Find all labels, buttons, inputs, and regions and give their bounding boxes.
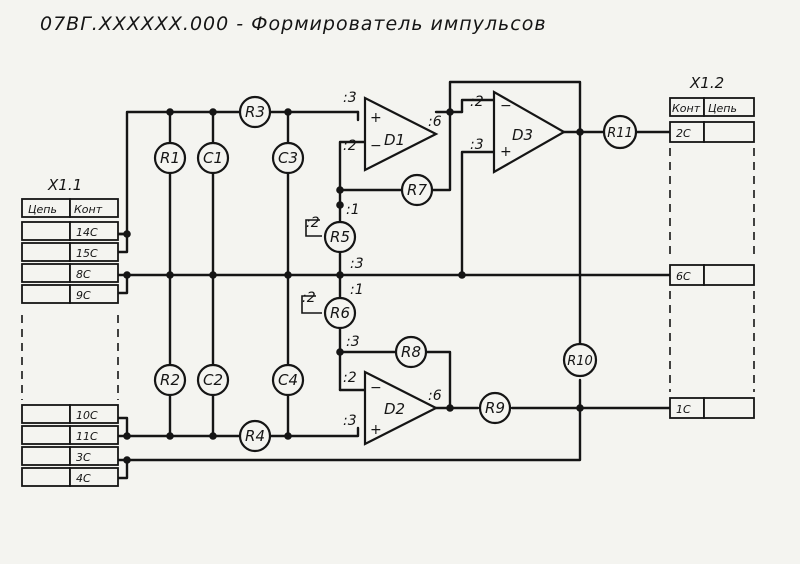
svg-text:R3: R3: [245, 103, 265, 121]
svg-text:R6: R6: [330, 304, 350, 322]
d1-label: D1: [384, 131, 405, 149]
x12-name: X1.2: [689, 74, 724, 92]
d2-label: D2: [384, 400, 405, 418]
component-c4: C4: [271, 363, 305, 397]
opamp-d1: D1 + −: [363, 96, 439, 172]
svg-text:+: +: [370, 422, 382, 438]
component-r1: R1: [153, 141, 187, 175]
connector-x1-2: X1.2 Конт Цепь 2С 6С 1С: [669, 74, 755, 419]
svg-text:C1: C1: [203, 149, 223, 167]
svg-text:−: −: [370, 138, 382, 154]
svg-text:1С: 1С: [676, 403, 691, 416]
svg-text:Конт: Конт: [74, 203, 103, 216]
svg-text::3: :3: [343, 413, 357, 429]
connector-x1-1: X1.1 Цепь Конт 14С 15С 8С 9С 10С 11С 3С …: [21, 176, 119, 487]
component-r11: R11: [602, 114, 638, 150]
svg-text:R2: R2: [160, 371, 180, 389]
svg-text:−: −: [370, 380, 382, 396]
svg-text::3: :3: [350, 256, 364, 272]
svg-text:Цепь: Цепь: [708, 102, 737, 115]
component-r10: R10: [562, 342, 598, 378]
component-c2: C2: [196, 363, 230, 397]
svg-text:R5: R5: [330, 228, 350, 246]
svg-text::1: :1: [350, 282, 364, 298]
svg-text::2: :2: [343, 138, 357, 154]
component-r8: R8: [394, 335, 428, 369]
svg-text::2: :2: [470, 94, 484, 110]
x11-name: X1.1: [47, 176, 82, 194]
svg-text:−: −: [500, 98, 512, 114]
svg-text::2: :2: [306, 215, 320, 231]
svg-text:R10: R10: [567, 354, 593, 369]
svg-text:R7: R7: [407, 181, 427, 199]
svg-text::6: :6: [428, 388, 442, 404]
svg-text:9С: 9С: [76, 289, 91, 302]
svg-text:R8: R8: [401, 343, 421, 361]
svg-text:14С: 14С: [76, 226, 98, 239]
svg-text:+: +: [370, 110, 382, 126]
svg-text::3: :3: [346, 334, 360, 350]
component-r9: R9: [478, 391, 512, 425]
svg-text:C3: C3: [278, 149, 298, 167]
svg-text::3: :3: [343, 90, 357, 106]
component-r3: R3: [238, 95, 272, 129]
svg-text:11С: 11С: [76, 430, 98, 443]
svg-text::3: :3: [470, 137, 484, 153]
svg-text:3С: 3С: [76, 451, 91, 464]
svg-text:C4: C4: [278, 371, 298, 389]
component-r2: R2: [153, 363, 187, 397]
svg-text:R9: R9: [485, 399, 505, 417]
svg-text:15С: 15С: [76, 247, 98, 260]
svg-text:Конт: Конт: [672, 102, 701, 115]
opamp-d3: D3 − +: [492, 90, 567, 174]
svg-text:C2: C2: [203, 371, 223, 389]
svg-text:R1: R1: [160, 149, 180, 167]
component-r6: R6: [323, 296, 357, 330]
svg-text::6: :6: [428, 114, 442, 130]
svg-text::2: :2: [343, 370, 357, 386]
component-c1: C1: [196, 141, 230, 175]
junction-dots: [123, 108, 584, 464]
svg-text:10С: 10С: [76, 409, 98, 422]
opamp-d2: D2 − +: [363, 370, 439, 446]
svg-text:Цепь: Цепь: [28, 203, 57, 216]
component-c3: C3: [271, 141, 305, 175]
svg-text:2С: 2С: [676, 127, 691, 140]
drawing-title: 07ВГ.XXXXXX.000 - Формирователь импульсо…: [40, 13, 547, 35]
component-r4: R4: [238, 419, 272, 453]
svg-text:4С: 4С: [76, 472, 91, 485]
d3-label: D3: [512, 126, 533, 144]
component-r7: R7: [400, 173, 434, 207]
svg-text:6С: 6С: [676, 270, 691, 283]
svg-text::2: :2: [302, 290, 316, 306]
component-r5: R5: [323, 220, 357, 254]
svg-text:8С: 8С: [76, 268, 91, 281]
svg-text::1: :1: [346, 202, 360, 218]
pin-labels: :3 :2 :6 :2 :3 :2 :3 :6 :1 :2 :3 :1 :2 :…: [302, 90, 484, 429]
svg-text:R4: R4: [245, 427, 265, 445]
svg-text:+: +: [500, 144, 512, 160]
svg-text:R11: R11: [607, 126, 633, 141]
